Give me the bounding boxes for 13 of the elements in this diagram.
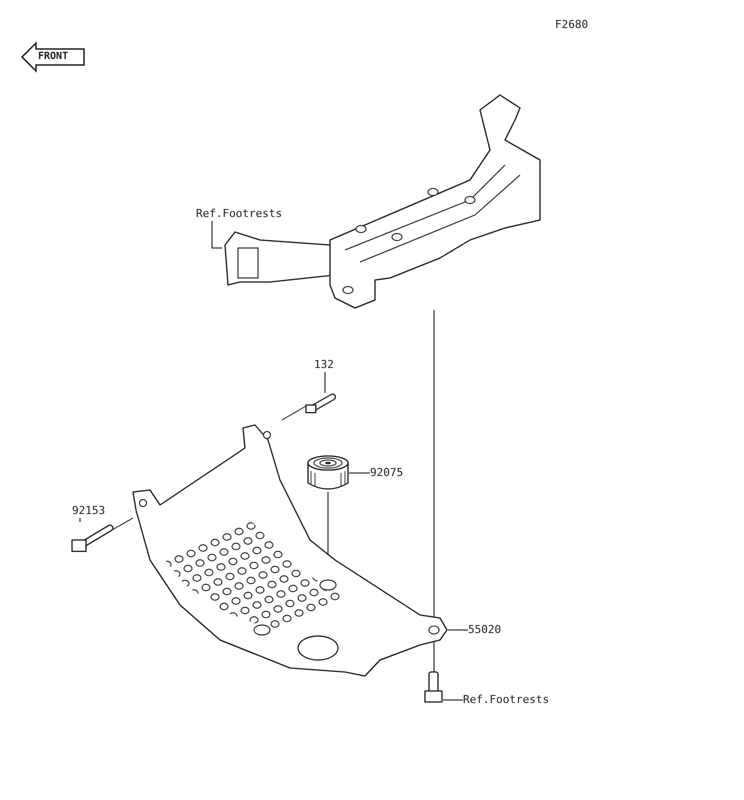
leader-line [212, 220, 222, 248]
reference-label: Ref.Footrests [463, 693, 555, 707]
direction-label: FRONT [38, 50, 68, 64]
leader-line [348, 472, 370, 474]
leader-line [324, 372, 326, 394]
reference-label: Ref.Footrests [196, 207, 288, 221]
part-number: 55020 [468, 623, 512, 637]
part-number: 92075 [370, 466, 414, 480]
assembly-line [282, 406, 306, 420]
part-number: 132 [314, 358, 338, 372]
part-number: 92153 [72, 504, 116, 518]
figure-number: F2680 [555, 18, 588, 32]
assembly-line [112, 518, 134, 530]
